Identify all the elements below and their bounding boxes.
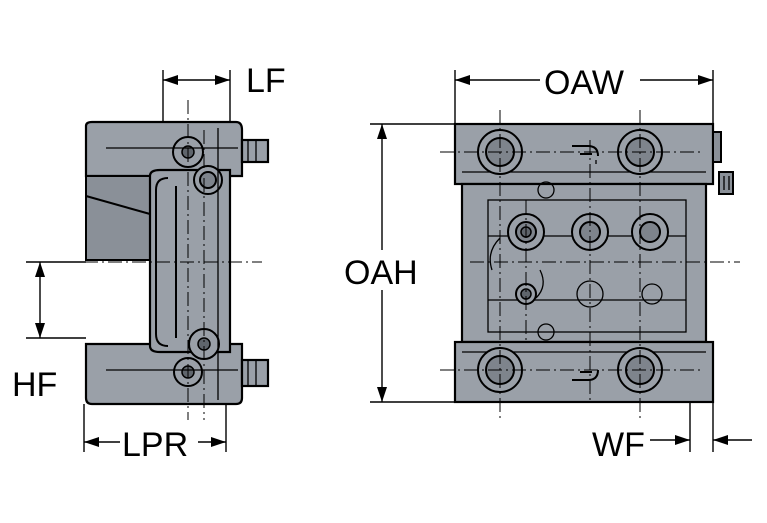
- oaw-dimension: OAW: [454, 62, 714, 124]
- coolant-symbol-bottom-icon: [572, 369, 599, 381]
- oaw-label: OAW: [544, 64, 624, 102]
- side-view: [60, 100, 270, 420]
- oah-dimension: OAH: [342, 123, 455, 403]
- screw-row-icon: [507, 213, 669, 251]
- lf-label: LF: [246, 62, 286, 100]
- oah-label: OAH: [344, 254, 418, 292]
- wf-dimension: WF: [592, 402, 752, 464]
- lf-dimension: LF: [162, 62, 286, 122]
- hf-dimension: HF: [12, 261, 86, 404]
- flow-arrow-icon: [489, 237, 501, 271]
- wf-label: WF: [592, 426, 645, 464]
- lpr-dimension: LPR: [83, 404, 227, 464]
- lpr-label: LPR: [122, 426, 188, 464]
- front-view: [440, 110, 740, 420]
- hf-label: HF: [12, 366, 57, 404]
